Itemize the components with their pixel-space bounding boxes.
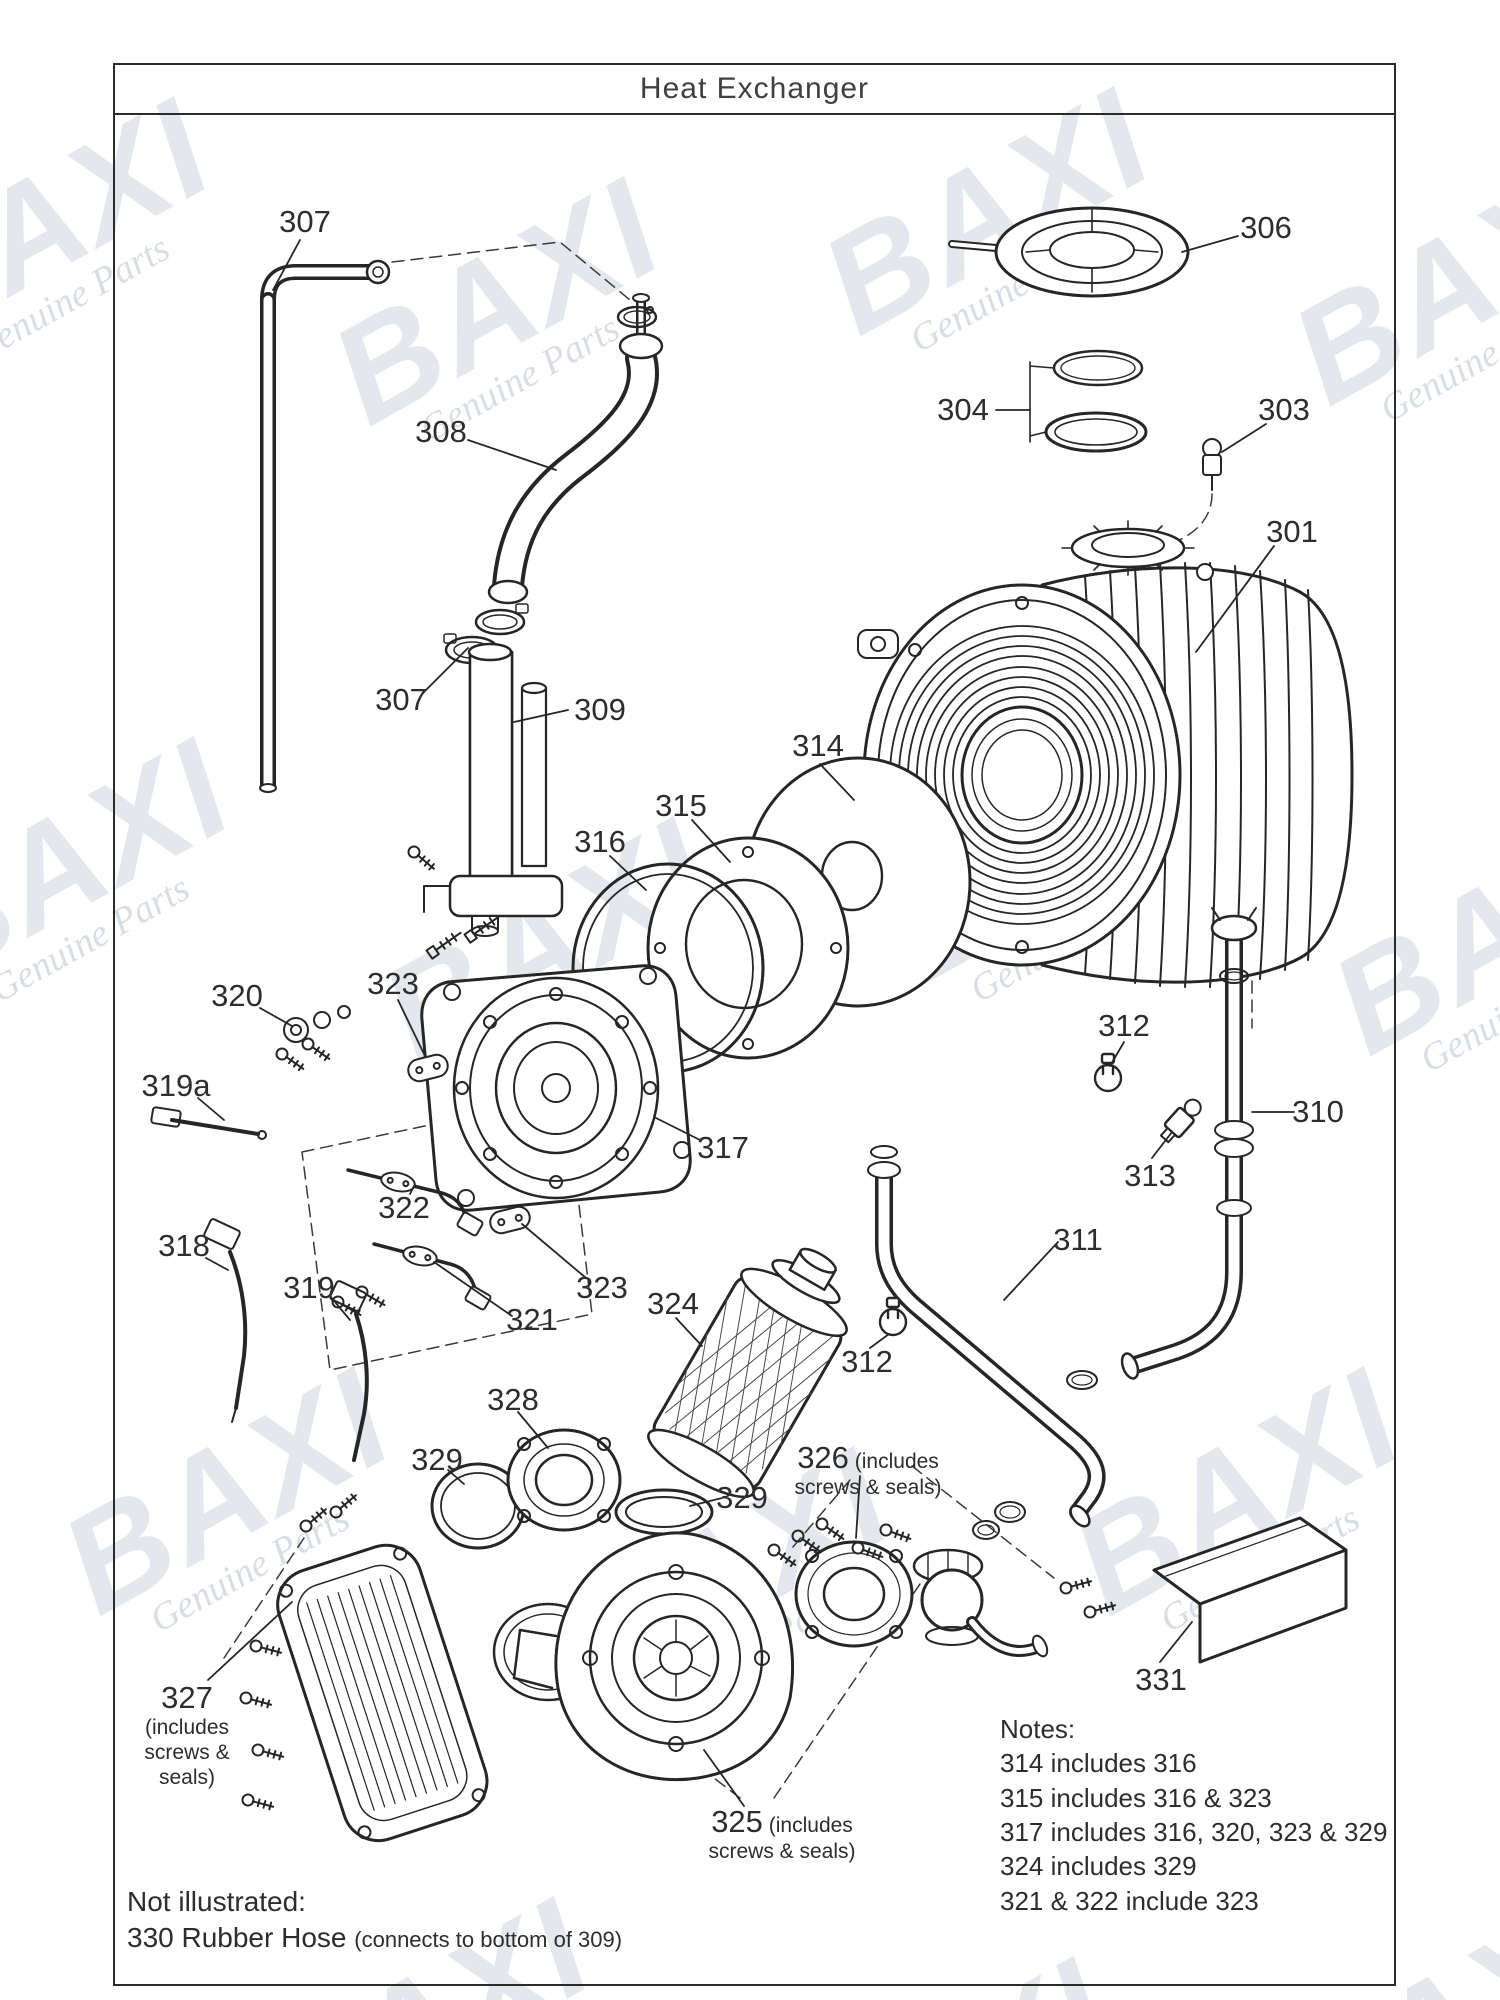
- watermark-tagline: Genuine Parts: [1413, 937, 1500, 1081]
- watermark-tagline: Genuine Parts: [344, 1990, 625, 2000]
- title-bar: Heat Exchanger: [115, 65, 1394, 115]
- note-line: 317 includes 316, 320, 323 & 329: [1000, 1816, 1388, 1847]
- not-illustrated-detail: (connects to bottom of 309): [354, 1927, 623, 1953]
- diagram-frame: Heat Exchanger: [113, 63, 1396, 1986]
- not-illustrated-block: Not illustrated: 330 Rubber Hose (connec…: [127, 1884, 622, 1957]
- notes-heading: Notes:: [1000, 1714, 1076, 1744]
- note-line: 314 includes 316: [1000, 1748, 1197, 1779]
- note-line: 315 includes 316 & 323: [1000, 1782, 1272, 1813]
- page-title: Heat Exchanger: [639, 72, 870, 105]
- not-illustrated-item: 330 Rubber Hose: [127, 1922, 347, 1954]
- note-line: 321 & 322 include 323: [1000, 1885, 1259, 1916]
- not-illustrated-heading: Not illustrated:: [127, 1886, 306, 1917]
- note-line: 324 includes 329: [1000, 1851, 1197, 1882]
- watermark-tagline: Genuine Parts: [1364, 1990, 1500, 2000]
